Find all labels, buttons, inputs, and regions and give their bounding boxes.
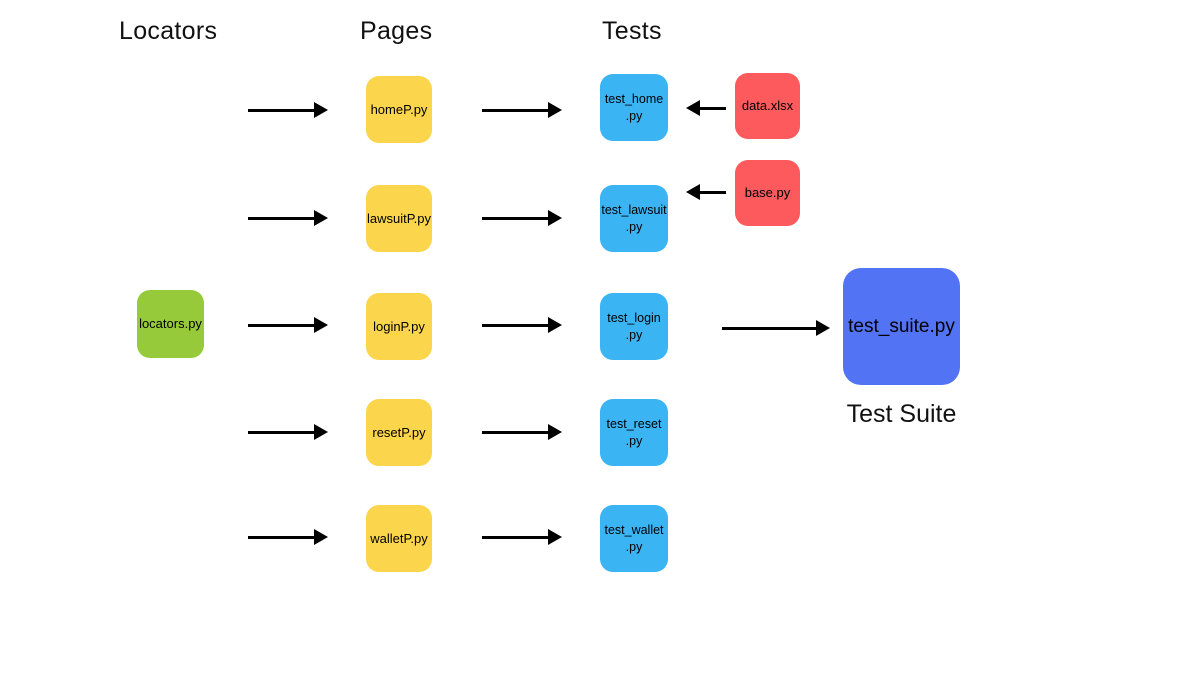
arrow-shaft	[482, 216, 548, 220]
arrow-right-icon	[482, 102, 562, 118]
page-file-label: resetP.py	[372, 424, 426, 440]
arrow-head	[686, 184, 700, 200]
arrow-shaft	[248, 216, 314, 220]
data-file-label: data.xlsx	[741, 98, 794, 114]
page-file-label: lawsuitP.py	[366, 210, 432, 226]
arrow-shaft	[482, 535, 548, 539]
column-header-pages: Pages	[360, 17, 433, 45]
test-file-box: test_login .py	[600, 293, 668, 360]
test-file-label-line2: .py	[625, 327, 643, 342]
arrow-head	[548, 529, 562, 545]
arrow-right-icon	[482, 317, 562, 333]
arrow-shaft	[482, 430, 548, 434]
arrow-left-icon	[686, 100, 726, 116]
arrow-left-icon	[686, 184, 726, 200]
arrow-shaft	[482, 323, 548, 327]
arrow-head	[314, 317, 328, 333]
arrow-head	[686, 100, 700, 116]
arrow-shaft	[722, 326, 816, 330]
arrow-right-icon	[248, 317, 328, 333]
test-file-label-line2: .py	[625, 433, 643, 448]
arrow-shaft	[248, 323, 314, 327]
page-file-box: homeP.py	[366, 76, 432, 143]
test-suite-label: test_suite.py	[848, 315, 955, 337]
page-file-label: walletP.py	[370, 530, 428, 546]
arrow-right-icon	[248, 424, 328, 440]
test-file-label-line2: .py	[625, 539, 643, 554]
test-file-label-line2: .py	[625, 219, 643, 234]
arrow-shaft	[700, 190, 726, 194]
arrow-head	[548, 210, 562, 226]
arrow-head	[548, 317, 562, 333]
column-header-locators: Locators	[119, 17, 218, 45]
page-file-box: walletP.py	[366, 505, 432, 572]
page-file-label: homeP.py	[370, 101, 428, 117]
arrow-head	[816, 320, 830, 336]
arrow-right-icon	[722, 320, 830, 336]
test-file-label-line1: test_login	[607, 310, 661, 325]
test-file-box: test_lawsuit .py	[600, 185, 668, 252]
arrow-shaft	[248, 535, 314, 539]
arrow-head	[314, 529, 328, 545]
data-file-box: data.xlsx	[735, 73, 800, 139]
column-header-tests: Tests	[602, 17, 662, 45]
arrow-right-icon	[248, 102, 328, 118]
test-suite-box: test_suite.py	[843, 268, 960, 385]
arrow-right-icon	[482, 424, 562, 440]
test-file-label-line1: test_wallet	[604, 522, 664, 537]
arrow-right-icon	[482, 529, 562, 545]
arrow-head	[314, 210, 328, 226]
arrow-right-icon	[248, 210, 328, 226]
arrow-head	[548, 102, 562, 118]
page-file-box: loginP.py	[366, 293, 432, 360]
locators-file-box: locators.py	[137, 290, 204, 358]
base-file-box: base.py	[735, 160, 800, 226]
test-suite-caption: Test Suite	[846, 400, 957, 428]
arrow-head	[314, 424, 328, 440]
test-file-label-line1: test_lawsuit	[601, 202, 667, 217]
base-file-label: base.py	[744, 185, 791, 201]
arrow-shaft	[700, 106, 726, 110]
test-file-box: test_home .py	[600, 74, 668, 141]
arrow-shaft	[248, 430, 314, 434]
arrow-shaft	[482, 108, 548, 112]
page-file-label: loginP.py	[373, 318, 425, 334]
test-file-label-line2: .py	[625, 108, 643, 123]
arrow-right-icon	[248, 529, 328, 545]
page-file-box: resetP.py	[366, 399, 432, 466]
arrow-head	[548, 424, 562, 440]
arrow-right-icon	[482, 210, 562, 226]
page-file-box: lawsuitP.py	[366, 185, 432, 252]
arrow-shaft	[248, 108, 314, 112]
test-file-box: test_reset .py	[600, 399, 668, 466]
test-file-label-line1: test_home	[604, 91, 664, 106]
locators-file-label: locators.py	[139, 316, 202, 332]
test-file-label-line1: test_reset	[606, 416, 662, 431]
test-file-box: test_wallet .py	[600, 505, 668, 572]
arrow-head	[314, 102, 328, 118]
